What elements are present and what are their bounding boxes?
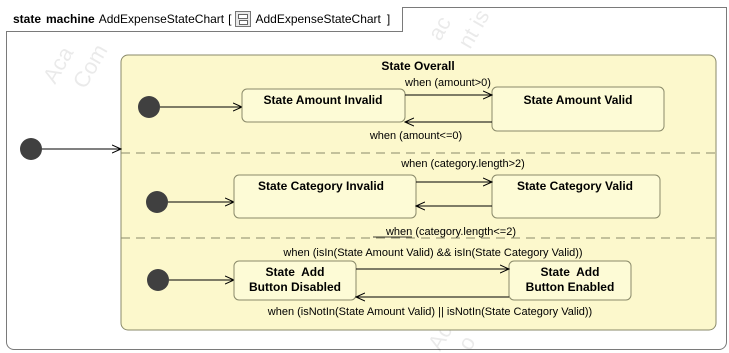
transition-button-to-disabled-label: when (isNotIn(State Amount Valid) || isN…: [267, 306, 592, 318]
state-button-enabled-label-line2: Button Enabled: [526, 280, 615, 294]
state-button-enabled[interactable]: [508, 260, 632, 301]
transition-button-to-enabled-label: when (isIn(State Amount Valid) && isIn(S…: [282, 247, 582, 259]
state-category-invalid[interactable]: [233, 174, 417, 219]
state-category-valid-label: State Category Valid: [517, 179, 633, 193]
initial-pseudostate-outer[interactable]: [20, 138, 42, 160]
diagram-ref-name: AddExpenseStateChart: [255, 12, 381, 26]
keyword-state: state: [13, 12, 42, 26]
state-category-valid[interactable]: [491, 174, 661, 219]
transition-amount-to-valid-label: when (amount>0): [404, 77, 491, 89]
state-amount-invalid[interactable]: [241, 88, 406, 123]
state-button-disabled-label-line2: Button Disabled: [249, 280, 341, 294]
svg-text:ac: ac: [423, 12, 456, 45]
state-category-invalid-label: State Category Invalid: [258, 179, 384, 193]
svg-text:o: o: [453, 331, 481, 353]
initial-pseudostate-amount[interactable]: [138, 96, 160, 118]
state-amount-valid-label: State Amount Valid: [524, 93, 633, 107]
frame-header-tab: state machine AddExpenseStateChart [ Add…: [6, 7, 404, 32]
initial-pseudostate-button[interactable]: [147, 269, 169, 291]
keyword-machine: machine: [46, 12, 95, 26]
state-amount-valid[interactable]: [491, 86, 665, 132]
bracket-open: [: [228, 12, 232, 26]
transition-category-to-invalid-label: when (category.length<=2): [385, 226, 516, 238]
state-button-disabled-label-line1: State Add: [266, 265, 325, 279]
bracket-close: ]: [386, 12, 391, 26]
state-diagram-icon: [235, 11, 252, 27]
state-amount-invalid-label: State Amount Invalid: [264, 93, 383, 107]
state-button-disabled[interactable]: [233, 260, 357, 301]
svg-text:Com: Com: [68, 40, 113, 93]
diagram-name: AddExpenseStateChart: [98, 12, 225, 26]
state-button-enabled-label-line1: State Add: [541, 265, 600, 279]
transition-amount-to-invalid-label: when (amount<=0): [369, 130, 462, 142]
initial-pseudostate-category[interactable]: [146, 191, 168, 213]
svg-text:nt is: nt is: [453, 5, 495, 52]
composite-state-title: State Overall: [381, 59, 454, 73]
transition-category-to-valid-label: when (category.length>2): [400, 158, 525, 170]
